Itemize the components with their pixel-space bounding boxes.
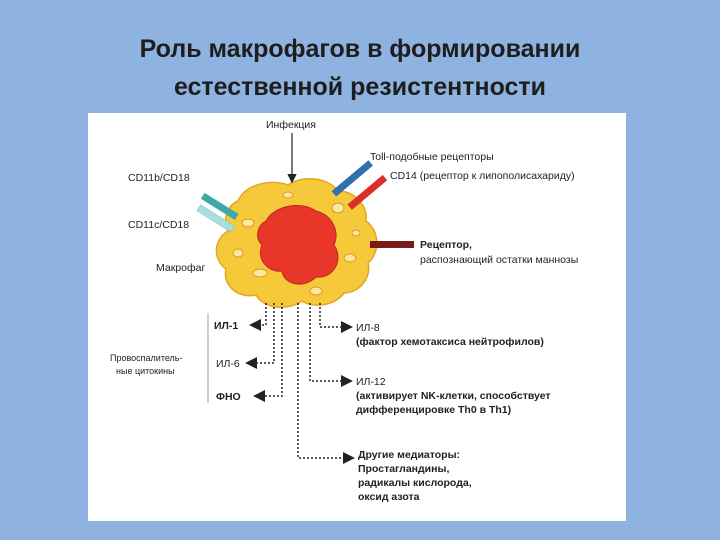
proinflam-label-line-2: ные цитокины: [116, 366, 175, 376]
title-line-2: естественной резистентности: [173, 73, 547, 101]
other-mediators-line-1: Другие медиаторы:: [358, 449, 460, 461]
toll-label: Toll-подобные рецепторы: [370, 151, 494, 163]
mannose-label-line-1: Рецептор,: [420, 239, 472, 251]
cell-vacuoles: [232, 191, 361, 296]
il12-label-line-2: (активирует NK-клетки, способствует: [356, 390, 551, 402]
infection-label: Инфекция: [266, 119, 316, 131]
tnf-label: ФНО: [216, 391, 241, 403]
other-mediators-line-4: оксид азота: [358, 491, 420, 503]
cd11c-receptor: [196, 204, 235, 233]
macrophage-diagram: Инфекция CD11b/CD18 CD11c/CD18 Макрофаг …: [110, 119, 578, 503]
il12-label-line-3: дифференцировке Th0 в Th1): [356, 404, 511, 416]
cell-nucleus: [257, 205, 339, 285]
cytokine-arrows-left: [245, 303, 283, 402]
other-mediators-line-2: Простагландины,: [358, 463, 449, 475]
macrophage-cell: [215, 178, 378, 308]
title-line-1: Роль макрофагов в формировании: [139, 35, 581, 63]
il8-label-line-1: ИЛ-8: [356, 322, 380, 334]
il6-label: ИЛ-6: [216, 358, 240, 370]
cytokine-arrows-right: [297, 303, 355, 464]
cd11c-label: CD11c/CD18: [128, 219, 189, 231]
cd14-label: CD14 (рецептор к липополисахариду): [390, 170, 575, 182]
diagram-panel: Инфекция CD11b/CD18 CD11c/CD18 Макрофаг …: [88, 113, 626, 521]
mannose-label-line-2: распознающий остатки маннозы: [420, 254, 578, 266]
slide-title: Роль макрофагов в формировании естествен…: [0, 30, 720, 106]
proinflam-label-line-1: Провоспалитель-: [110, 353, 183, 363]
il12-label-line-1: ИЛ-12: [356, 376, 386, 388]
cd11b-receptor: [200, 192, 239, 220]
macrophage-label: Макрофаг: [156, 262, 205, 274]
il8-label-line-2: (фактор хемотаксиса нейтрофилов): [356, 336, 544, 348]
il1-label: ИЛ-1: [214, 320, 238, 332]
cd11b-label: CD11b/CD18: [128, 172, 190, 184]
other-mediators-line-3: радикалы кислорода,: [358, 477, 472, 489]
cd14-receptor: [347, 174, 388, 210]
toll-receptor: [331, 160, 373, 197]
mannose-receptor: [370, 241, 414, 248]
